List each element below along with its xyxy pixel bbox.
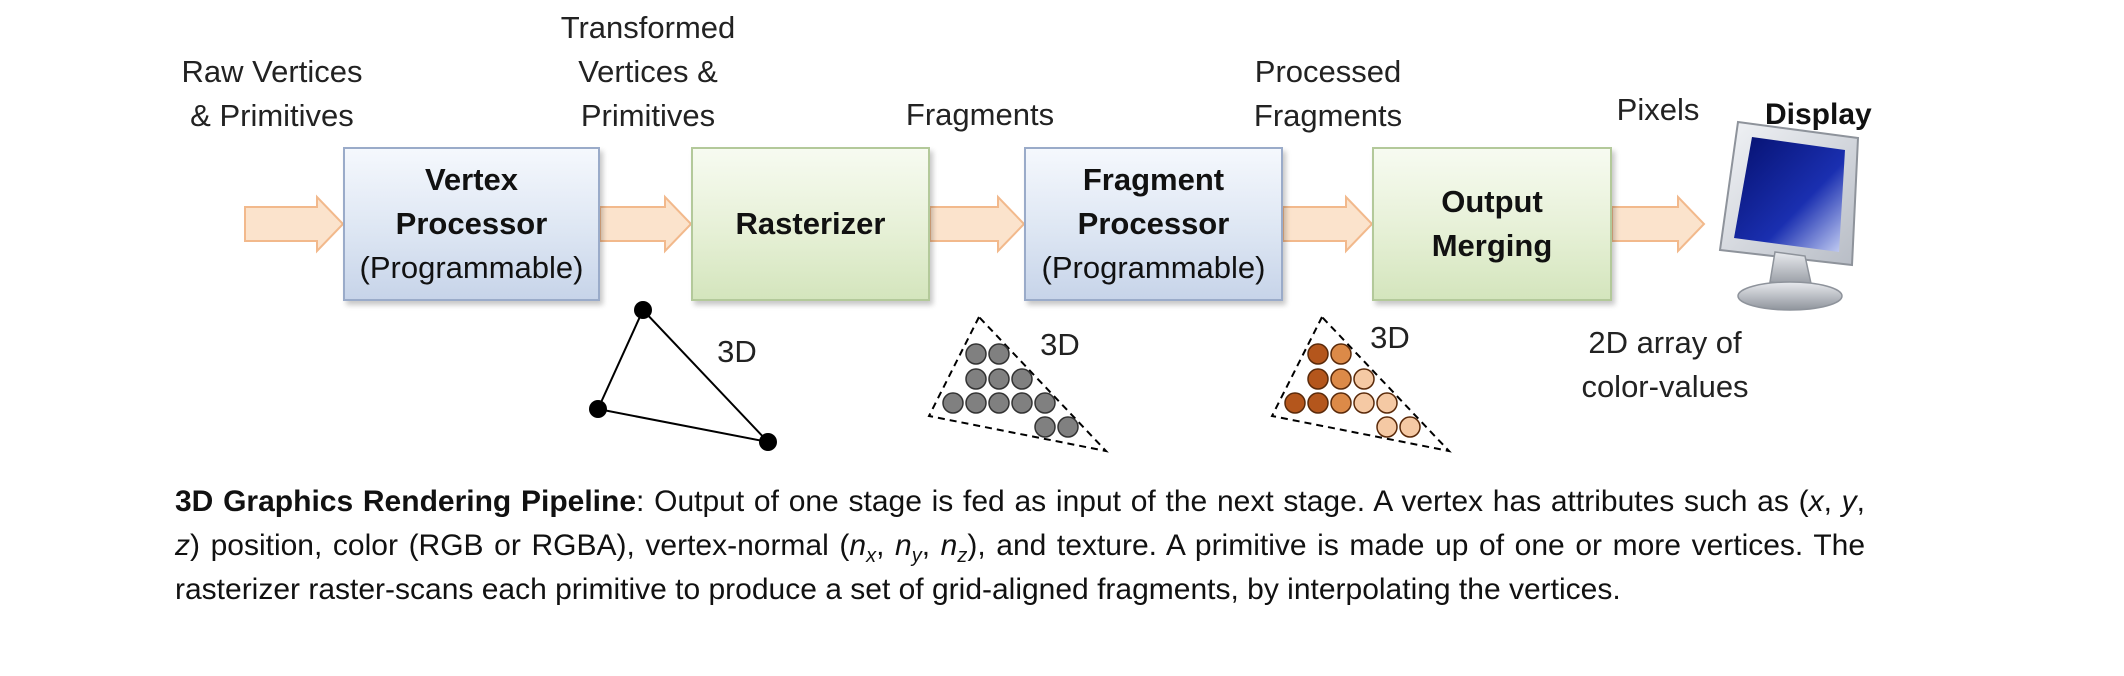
label-3d-fragments: 3D	[1040, 327, 1080, 362]
rasterizer-box: Rasterizer	[691, 147, 930, 301]
arrow-input	[244, 194, 345, 254]
output-merging-line2: Merging	[1431, 228, 1553, 263]
vertex-processor-line1: Vertex	[424, 162, 519, 197]
label-pixels: Pixels	[1598, 88, 1718, 132]
caption-sub-y: y	[911, 545, 922, 567]
fragment-processor-line2: Processor	[1077, 206, 1230, 241]
label-processed-line2: Fragments	[1253, 98, 1403, 133]
label-raw-vertices-line2: & Primitives	[190, 98, 354, 133]
label-processed-fragments: Processed Fragments	[1228, 50, 1428, 138]
arrow-fragment-to-output	[1282, 194, 1374, 254]
vertex-point	[589, 400, 607, 418]
output-merging-line1: Output	[1441, 184, 1543, 219]
caption-sep: ,	[921, 529, 941, 562]
label-2d-array: 2D array of color-values	[1555, 321, 1775, 409]
label-pixels-text: Pixels	[1616, 92, 1700, 127]
label-2d-array-line1: 2D array of	[1588, 325, 1742, 360]
label-transformed-vertices: Transformed Vertices & Primitives	[548, 6, 748, 138]
rasterizer-label: Rasterizer	[735, 206, 886, 241]
triangle-primitive	[589, 301, 777, 451]
caption-text: : Output of one stage is fed as input of…	[636, 485, 1809, 518]
label-transformed-line2: Vertices &	[578, 54, 718, 89]
label-3d-primitive: 3D	[717, 334, 757, 369]
arrow-vertex-to-rasterizer	[599, 194, 693, 254]
caption-var-n: n	[940, 529, 958, 562]
label-2d-array-line2: color-values	[1581, 369, 1749, 404]
caption-title: 3D Graphics Rendering Pipeline	[175, 485, 637, 518]
caption-text: ), and texture. A primitive is made up o…	[175, 529, 1866, 606]
vertex-processor-line3: (Programmable)	[359, 250, 584, 285]
caption: 3D Graphics Rendering Pipeline: Output o…	[175, 480, 1865, 612]
caption-var-z: z	[175, 529, 190, 562]
caption-sep: ,	[1856, 485, 1866, 518]
arrow-rasterizer-to-fragment	[929, 194, 1026, 254]
caption-var-n: n	[849, 529, 867, 562]
fragment-processor-box: Fragment Processor (Programmable)	[1024, 147, 1283, 301]
vertex-processor-line2: Processor	[395, 206, 548, 241]
caption-var-y: y	[1841, 485, 1857, 518]
caption-sep: ,	[1823, 485, 1842, 518]
label-3d-processed: 3D	[1370, 320, 1410, 355]
caption-var-x: x	[1808, 485, 1824, 518]
label-transformed-line1: Transformed	[560, 10, 736, 45]
caption-sub-z: z	[957, 545, 968, 567]
label-fragments: Fragments	[880, 93, 1080, 137]
vertex-processor-box: Vertex Processor (Programmable)	[343, 147, 600, 301]
fragment-processor-line3: (Programmable)	[1041, 250, 1266, 285]
vertex-point	[759, 433, 777, 451]
label-raw-vertices-line1: Raw Vertices	[181, 54, 363, 89]
vertex-point	[634, 301, 652, 319]
output-merging-box: Output Merging	[1372, 147, 1612, 301]
label-display: Display	[1765, 98, 1872, 131]
label-processed-line1: Processed	[1254, 54, 1402, 89]
arrow-output-to-display	[1611, 194, 1706, 254]
fragment-processor-line1: Fragment	[1082, 162, 1225, 197]
label-transformed-line3: Primitives	[580, 98, 716, 133]
caption-text: ) position, color (RGB or RGBA), vertex-…	[190, 529, 850, 562]
label-fragments-text: Fragments	[905, 97, 1055, 132]
monitor-icon	[1718, 120, 1860, 311]
processed-fragment-grid	[1270, 315, 1452, 453]
fragment-grid	[927, 315, 1109, 453]
caption-var-n: n	[895, 529, 912, 562]
caption-sep: ,	[876, 529, 896, 562]
label-raw-vertices: Raw Vertices & Primitives	[172, 50, 372, 138]
caption-sub-x: x	[866, 545, 877, 567]
